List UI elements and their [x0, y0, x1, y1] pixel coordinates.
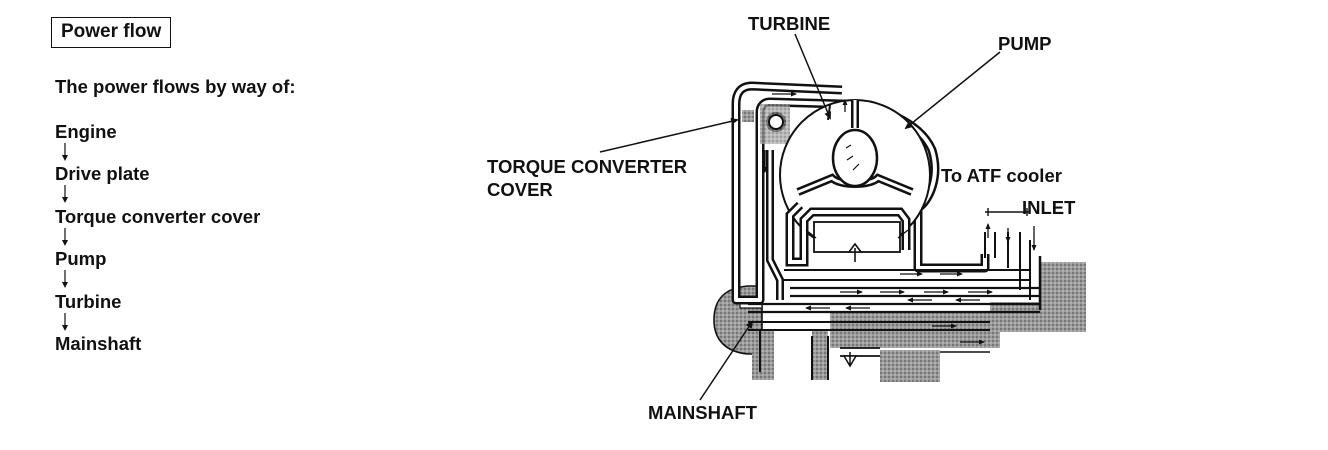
flow-step-drive-plate: Drive plate	[55, 163, 150, 185]
down-arrow-icon	[55, 184, 385, 205]
down-arrow-icon	[55, 269, 385, 290]
flow-step-turbine: Turbine	[55, 290, 122, 312]
label-mainshaft: MAINSHAFT	[648, 402, 758, 423]
down-arrow-icon	[55, 227, 385, 248]
pump-turbine-assembly	[779, 99, 931, 267]
down-arrow-icon	[55, 312, 385, 333]
section-title: Power flow	[51, 17, 172, 48]
label-atf-cooler: To ATF cooler	[941, 165, 1062, 186]
fluid-channels	[748, 208, 1042, 380]
flow-step-pump: Pump	[55, 248, 107, 270]
label-turbine: TURBINE	[748, 13, 830, 34]
flow-step-torque-converter-cover: Torque converter cover	[55, 205, 261, 227]
label-inlet: INLET	[1022, 197, 1076, 218]
leader-lines	[599, 33, 1001, 401]
label-pump: PUMP	[998, 33, 1051, 54]
down-arrow-icon	[55, 142, 385, 163]
flow-arrows	[762, 91, 1037, 345]
power-flow-list: Engine Drive plate Torque converter cove…	[55, 121, 385, 354]
flow-step-engine: Engine	[55, 121, 117, 142]
flow-step-mainshaft: Mainshaft	[55, 332, 142, 354]
label-cover: COVER	[487, 179, 553, 200]
intro-text: The power flows by way of:	[55, 76, 296, 97]
label-torque-converter: TORQUE CONVERTER	[487, 156, 687, 177]
